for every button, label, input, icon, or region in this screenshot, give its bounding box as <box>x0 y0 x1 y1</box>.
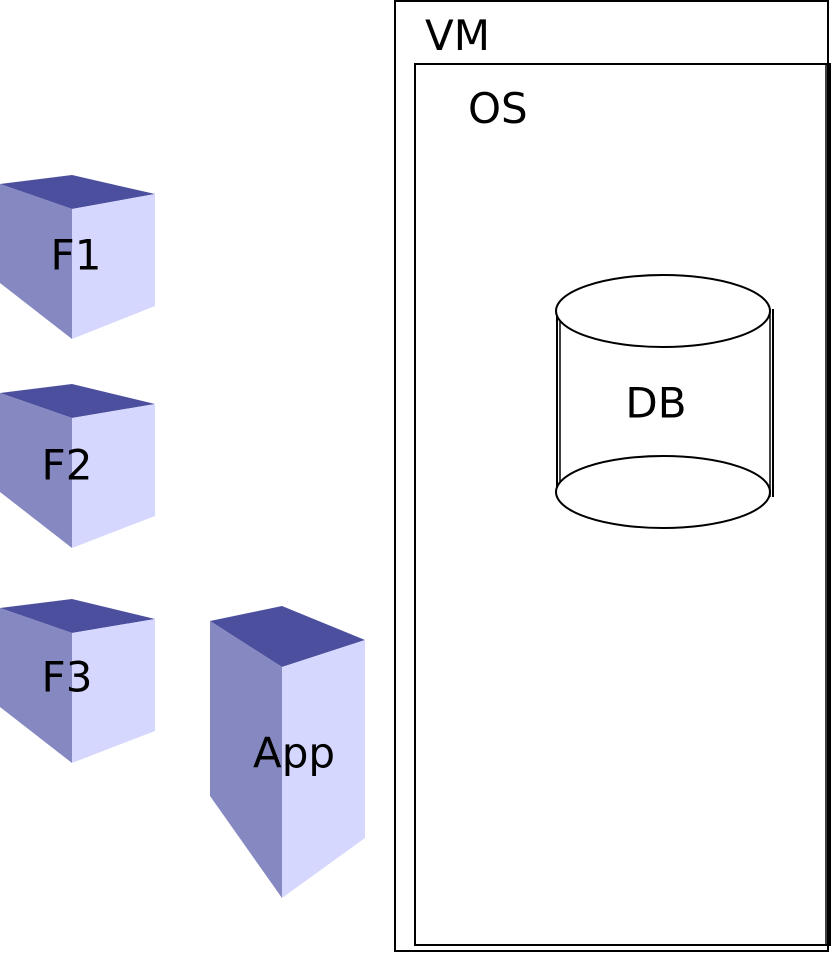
os-container: OS <box>414 63 831 946</box>
function-cube-f2: F2 <box>0 384 155 548</box>
cube-left-face <box>0 608 72 763</box>
app-right-face <box>282 640 365 898</box>
function-label-f1: F1 <box>51 231 102 280</box>
db-bottom-ellipse <box>555 455 771 529</box>
app-left-face <box>210 621 282 898</box>
function-cube-f1: F1 <box>0 175 155 339</box>
os-label: OS <box>468 84 528 133</box>
cube-top-face <box>0 599 155 633</box>
vm-container: VM <box>394 0 829 952</box>
cube-top-face <box>0 384 155 418</box>
vm-border <box>394 0 829 952</box>
function-cube-f3: F3 <box>0 599 155 763</box>
function-label-f3: F3 <box>42 653 93 702</box>
cube-right-face <box>72 404 155 548</box>
function-label-f2: F2 <box>42 441 93 490</box>
vm-label: VM <box>425 11 490 60</box>
os-border <box>414 63 831 946</box>
cube-top-face <box>0 175 155 209</box>
cube-right-face <box>72 619 155 763</box>
app-top-face <box>210 606 365 667</box>
cube-left-face <box>0 393 72 548</box>
cube-right-face <box>72 194 155 339</box>
app-label: App <box>253 729 335 778</box>
database-cylinder: DB <box>555 274 774 529</box>
db-top-ellipse <box>555 274 771 348</box>
app-block: App <box>210 606 365 898</box>
db-label: DB <box>625 379 686 428</box>
cube-left-face <box>0 184 72 339</box>
